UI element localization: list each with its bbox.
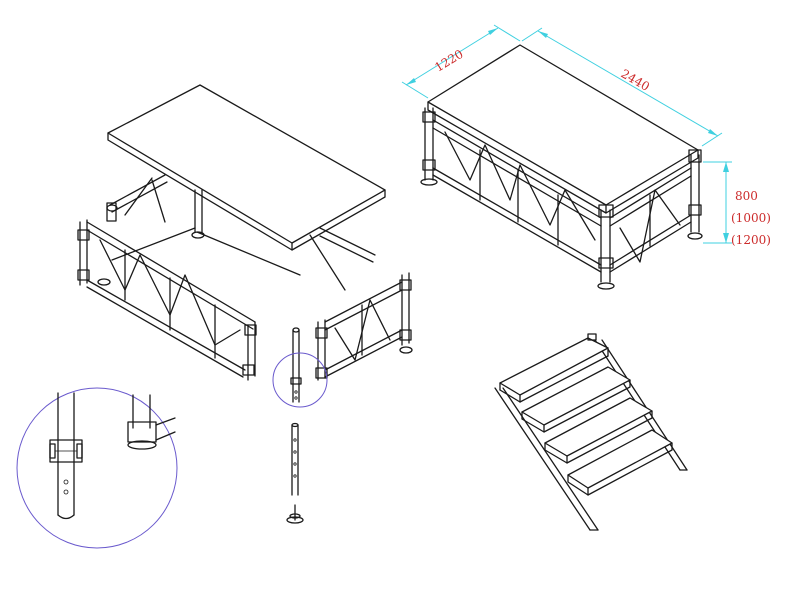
dimension-width-label: 1220: [432, 47, 465, 75]
dimension-lines: [401, 24, 732, 244]
dimension-height-label-1: 800: [735, 189, 758, 203]
assembled-stage-deck: [427, 44, 699, 206]
detail-magnified-circle: [16, 387, 178, 549]
exploded-left-frame: [77, 219, 257, 381]
assembled-stage-view: [420, 44, 703, 290]
exploded-back-frame: [106, 174, 376, 291]
exploded-right-frame: [315, 272, 413, 381]
dimension-length-label: 2440: [619, 66, 652, 93]
exploded-stage-deck: [107, 84, 386, 244]
stair-unit-view: [494, 333, 688, 531]
exploded-stage-view: [77, 84, 413, 524]
exploded-leg-parts: [286, 327, 304, 524]
dimension-height-label-2: (1000): [731, 211, 771, 225]
detail-callout-circle: [272, 352, 328, 408]
dimension-height-label-3: (1200): [731, 233, 771, 247]
clamp-detail-view: [16, 387, 178, 549]
